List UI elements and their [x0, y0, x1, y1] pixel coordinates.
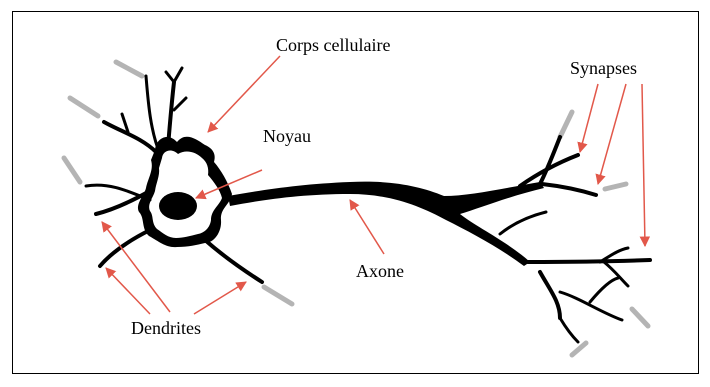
label-nucleus: Noyau [263, 126, 311, 147]
neuron [86, 68, 650, 342]
nucleus [159, 192, 197, 220]
label-cell-body: Corps cellulaire [276, 35, 390, 56]
label-synapses: Synapses [570, 58, 637, 79]
label-dendrites: Dendrites [131, 318, 201, 339]
axon [228, 182, 544, 266]
label-axon: Axone [356, 261, 404, 282]
